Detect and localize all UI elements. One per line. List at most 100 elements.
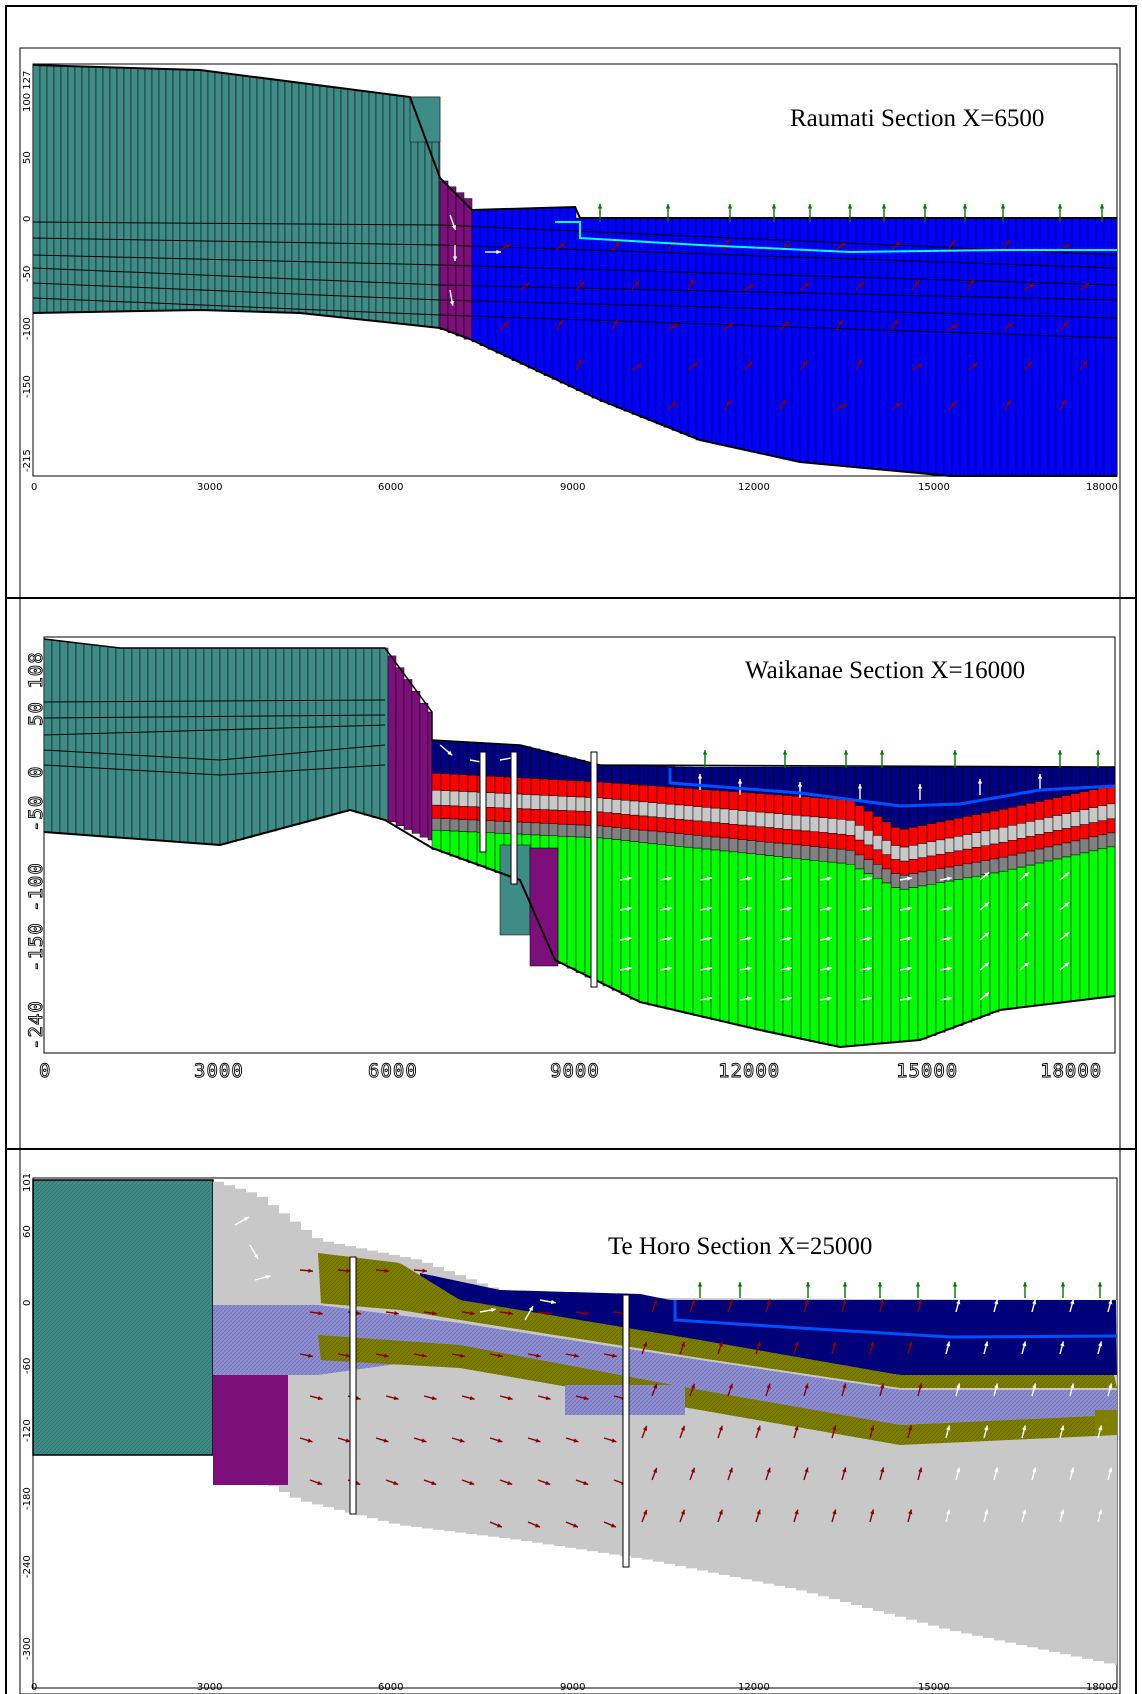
green-aquifer-column	[683, 846, 694, 1014]
x-tick-label: 3000	[194, 1060, 244, 1082]
x-tick-label: 12000	[738, 1682, 770, 1693]
navy-aquifer-column	[485, 743, 496, 777]
flow-arrow-head	[667, 906, 672, 911]
x-tick-label: 3000	[197, 1682, 222, 1693]
grey-layer-column	[881, 840, 892, 855]
flow-arrow-head	[690, 1299, 695, 1305]
grey-unit-column	[873, 1298, 884, 1611]
teal-basement-column	[193, 69, 202, 311]
recharge-arrow-head	[879, 750, 885, 755]
flow-arrow-head	[917, 784, 923, 789]
inner-frame-3	[19, 1148, 1121, 1694]
teal-basement-column	[187, 647, 197, 844]
purple-unit-column	[419, 702, 429, 838]
red-layer-column	[539, 809, 550, 824]
flow-arrow-head	[1022, 1341, 1027, 1347]
flow-arrow-head	[545, 1395, 551, 1401]
flow-arrow-head	[747, 966, 752, 971]
grey-layer-column	[872, 835, 883, 851]
flow-arrow-head	[1022, 1509, 1027, 1515]
grey-unit-column	[444, 1271, 455, 1532]
blue-aquifer-column	[871, 217, 881, 470]
grey-layer-column	[440, 790, 451, 806]
red-layer-column	[701, 789, 712, 808]
blue-aquifer-column	[823, 217, 833, 465]
teal-basement-column	[144, 68, 153, 312]
red-layer-column	[935, 821, 946, 841]
flow-arrow-head	[969, 279, 974, 285]
red-layer-column	[665, 786, 676, 805]
flow-arrow-head	[1064, 962, 1070, 967]
y-tick-label: 101	[22, 1173, 33, 1192]
flow-arrow-head	[827, 906, 832, 911]
red-layer-column	[782, 829, 793, 845]
x-tick-label: 0	[39, 1060, 51, 1082]
green-aquifer-column	[872, 878, 883, 1044]
dark-grey-layer-column	[620, 828, 631, 841]
grey-layer-column	[1052, 815, 1063, 831]
green-aquifer-column	[557, 835, 568, 964]
green-aquifer-column	[953, 879, 964, 1026]
flow-arrow-head	[984, 902, 990, 907]
green-aquifer-column	[692, 847, 703, 1016]
navy-aquifer-column	[818, 766, 829, 799]
red-layer-column	[836, 799, 847, 820]
green-aquifer-column	[899, 888, 910, 1042]
flow-arrow-head	[870, 1425, 875, 1431]
flow-arrow-head	[994, 1467, 999, 1473]
flow-arrow-head	[1061, 399, 1066, 405]
grey-unit-column	[1060, 1299, 1071, 1655]
x-tick-label: 0	[31, 482, 37, 493]
grey-layer-column	[737, 810, 748, 826]
grey-layer-column	[449, 790, 460, 807]
x-tick-label: 18000	[1086, 1682, 1118, 1693]
grey-unit-column	[323, 1241, 334, 1508]
flow-arrow-head	[947, 996, 952, 1001]
green-aquifer-column	[836, 862, 847, 1048]
y-tick-label: 50	[22, 151, 33, 164]
blue-aquifer-column	[639, 217, 649, 418]
grey-unit-column	[840, 1298, 851, 1603]
grey-unit-column	[917, 1299, 928, 1623]
green-aquifer-column	[701, 848, 712, 1018]
blue-aquifer-column	[831, 217, 841, 466]
teal-basement-column	[60, 65, 69, 313]
flow-arrow-head	[449, 300, 455, 306]
y-tick-label: 0	[25, 766, 47, 778]
teal-basement-column	[355, 647, 365, 814]
red-layer-column	[1025, 803, 1036, 822]
flow-arrow-head	[956, 1467, 961, 1473]
model-layer-line	[32, 267, 1118, 301]
blue-aquifer-column	[919, 217, 929, 474]
flow-arrow-head	[859, 281, 865, 287]
flow-arrow-head	[951, 401, 957, 407]
flow-arrow-head	[689, 279, 694, 285]
dark-grey-layer-column	[728, 838, 739, 853]
flow-arrow-head	[984, 1341, 989, 1347]
red-layer-column	[1070, 793, 1081, 812]
navy-aquifer-column	[908, 766, 919, 828]
ground-surface	[32, 64, 1117, 219]
grey-unit-column	[653, 1297, 664, 1562]
teal-basement-column	[39, 65, 48, 314]
navy-aquifer-column	[431, 740, 442, 774]
flow-arrow-head	[946, 1509, 951, 1515]
flow-arrow-head	[469, 1480, 475, 1485]
teal-basement-column	[214, 72, 223, 311]
teal-basement-column	[219, 647, 229, 845]
flow-arrow-head	[1022, 1425, 1027, 1431]
flow-arrow-head	[1060, 1341, 1065, 1347]
red-layer-column	[629, 784, 640, 802]
red-layer-column	[1016, 805, 1027, 824]
flow-arrow-head	[984, 872, 990, 877]
red-layer-column	[872, 816, 883, 836]
flow-arrow-head	[832, 1425, 837, 1431]
grey-layer-column	[1034, 819, 1045, 835]
x-tick-label: 18000	[1040, 1060, 1102, 1082]
recharge-arrow-head	[1057, 750, 1063, 755]
grey-layer-column	[458, 791, 469, 807]
blue-aquifer-column	[751, 217, 761, 453]
blue-aquifer-column	[767, 217, 777, 457]
flow-arrow-head	[766, 1383, 771, 1389]
y-tick-label: 50 108	[25, 651, 47, 726]
